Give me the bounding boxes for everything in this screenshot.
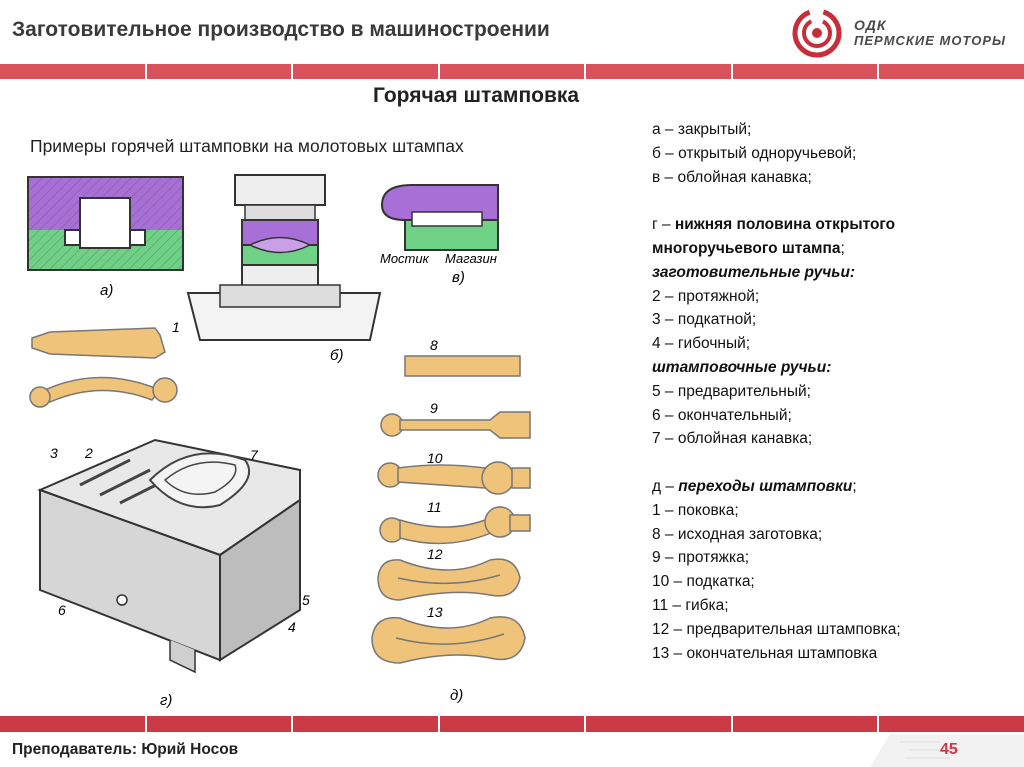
legend-r6: 6 – окончательный; <box>652 406 792 424</box>
label-mostik: Мостик <box>380 251 430 266</box>
footer-stripe <box>0 716 1024 732</box>
legend-t1: 1 – поковка; <box>652 501 739 519</box>
label-n2: 2 <box>84 445 93 461</box>
legend-d: д – переходы штамповки; <box>652 477 857 495</box>
label-n12: 12 <box>427 546 443 562</box>
label-n6: 6 <box>58 602 66 618</box>
legend-t10: 10 – подкатка; <box>652 573 755 591</box>
header-stripe <box>0 64 1024 79</box>
legend-b: б – открытый одноручьевой; <box>652 144 857 162</box>
corner-decoration <box>870 734 1024 767</box>
legend-t11: 11 – гибка; <box>652 596 729 614</box>
legend-a: а – закрытый; <box>652 121 752 138</box>
legend-zagot-heading: заготовительные ручьи: <box>652 263 856 281</box>
legend-v: в – облойная канавка; <box>652 168 812 186</box>
teacher-name: Преподаватель: Юрий Носов <box>12 741 239 758</box>
label-g: г) <box>160 692 172 709</box>
slide-header: Заготовительное производство в машиностр… <box>0 0 1024 64</box>
label-magazin: Магазин <box>445 251 497 266</box>
legend-r3: 3 – подкатной; <box>652 311 757 329</box>
forging-transitions-d: 8 9 10 11 12 13 д) <box>371 337 531 704</box>
slide-title: Горячая штамповка <box>373 84 580 107</box>
label-v: в) <box>452 269 465 286</box>
legend-r5: 5 – предварительный; <box>652 382 811 400</box>
legend-t8: 8 – исходная заготовка; <box>652 525 823 543</box>
legend-t12: 12 – предварительная штамповка; <box>652 620 901 638</box>
die-multicavity-g: 3 2 7 5 4 6 г) <box>37 438 310 709</box>
stamping-figure: а) б) Мостик Магазин в) 1 <box>20 160 540 715</box>
label-n8: 8 <box>430 337 438 353</box>
forging-1: 1 <box>29 319 180 408</box>
label-d: д) <box>450 687 463 704</box>
legend: а – закрытый; б – открытый одноручьевой;… <box>652 118 1012 665</box>
die-flash-groove-v: Мостик Магазин в) <box>380 184 499 286</box>
odk-logo-icon <box>792 8 842 58</box>
company-logo: ОДК ПЕРМСКИЕ МОТОРЫ <box>790 6 1015 60</box>
label-n13: 13 <box>427 604 443 620</box>
label-b: б) <box>330 347 343 364</box>
legend-t13: 13 – окончательная штамповка <box>652 644 878 662</box>
label-n3: 3 <box>50 445 58 461</box>
label-n9: 9 <box>430 400 438 416</box>
label-n5: 5 <box>302 592 310 608</box>
label-a: а) <box>100 282 113 299</box>
logo-line-1: ОДК <box>854 17 887 33</box>
label-n10: 10 <box>427 450 443 466</box>
legend-t9: 9 – протяжка; <box>652 549 750 567</box>
legend-shtamp-heading: штамповочные ручьи: <box>652 358 832 376</box>
legend-r7: 7 – облойная канавка; <box>652 430 813 448</box>
label-n11: 11 <box>427 499 442 515</box>
slide-subtitle: Примеры горячей штамповки на молотовых ш… <box>30 136 464 156</box>
label-n7: 7 <box>250 447 259 463</box>
header-title: Заготовительное производство в машиностр… <box>12 18 550 41</box>
legend-r2: 2 – протяжной; <box>652 287 760 305</box>
legend-r4: 4 – гибочный; <box>652 335 751 353</box>
die-closed-a: а) <box>27 176 184 299</box>
legend-g: г – нижняя половина открытого <box>652 216 896 234</box>
page-number: 45 <box>940 741 958 758</box>
legend-g-cont: многоручьевого штампа; <box>652 239 845 257</box>
label-n1: 1 <box>172 319 180 335</box>
logo-line-2: ПЕРМСКИЕ МОТОРЫ <box>854 33 1007 48</box>
die-open-b: б) <box>186 174 382 364</box>
label-n4: 4 <box>288 619 296 635</box>
